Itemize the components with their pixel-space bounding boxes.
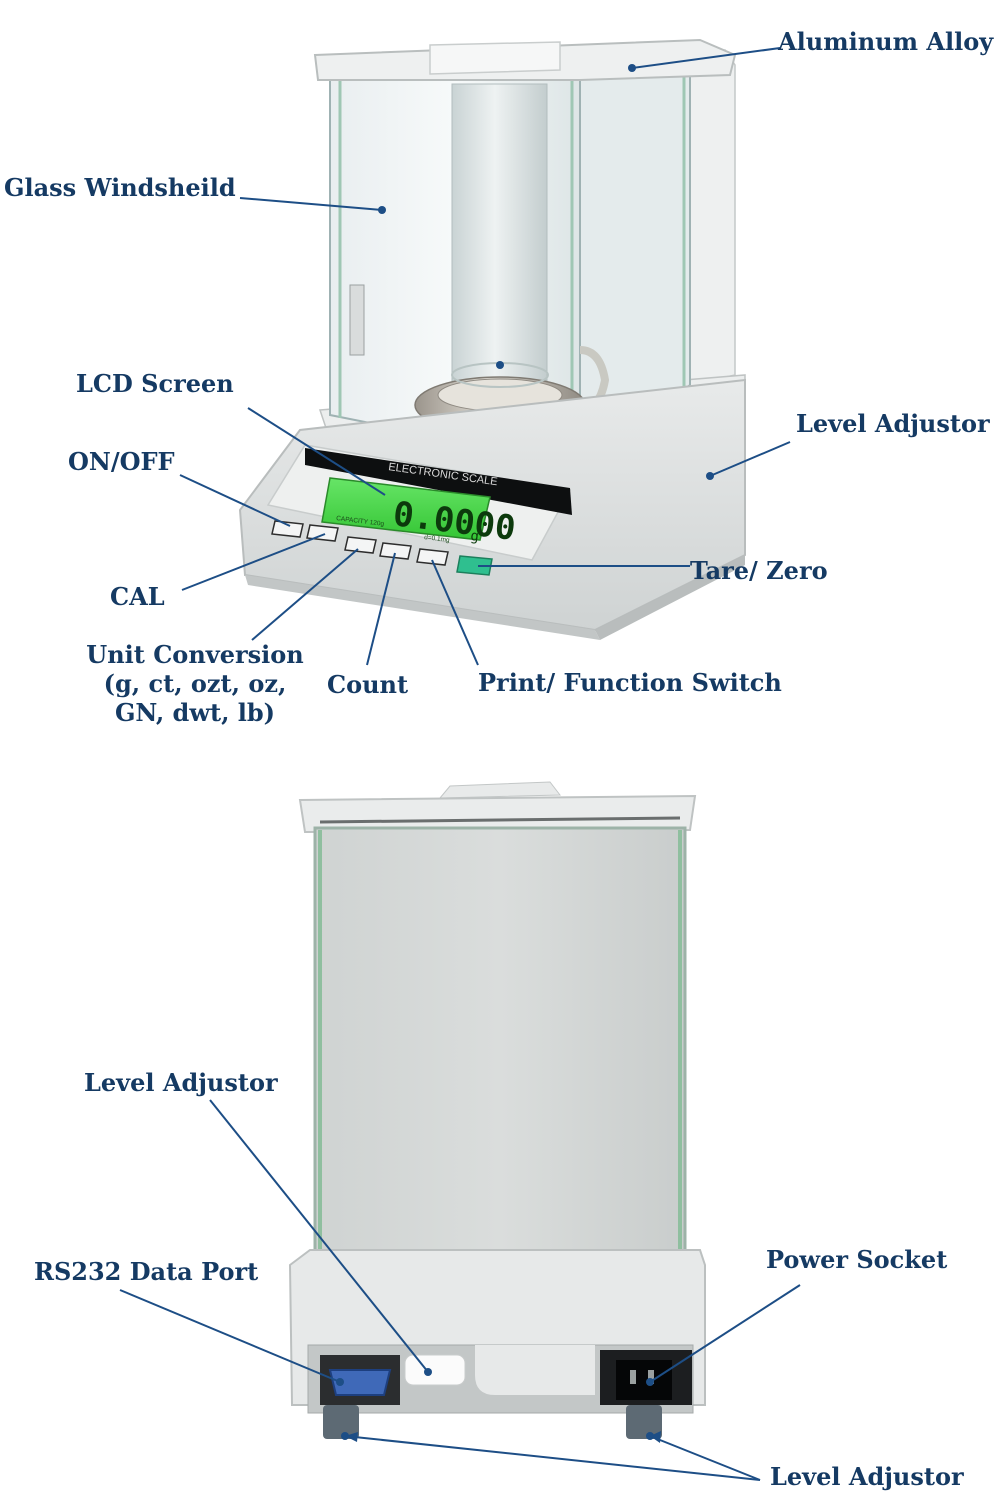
label-lcd-screen: LCD Screen bbox=[76, 369, 234, 398]
label-count: Count bbox=[327, 670, 409, 699]
label-cal: CAL bbox=[110, 582, 165, 611]
leader-power-socket bbox=[649, 1284, 801, 1383]
rear-view-scale bbox=[288, 781, 706, 1439]
leader-level-adjustor-bottom-left bbox=[344, 1435, 761, 1481]
leader-rs232 bbox=[119, 1289, 341, 1383]
label-unit-conversion-line-1: Unit Conversion bbox=[86, 640, 304, 669]
print-function-button[interactable] bbox=[416, 548, 449, 566]
label-unit-conversion-line-3: GN, dwt, lb) bbox=[114, 697, 276, 727]
lcd-unit: g bbox=[470, 528, 480, 545]
count-button[interactable] bbox=[379, 542, 412, 560]
leader-level-adjustor-rear bbox=[209, 1099, 429, 1373]
label-tare-zero: Tare/ Zero bbox=[690, 556, 828, 585]
label-unit-conversion-line-2: (g, ct, ozt, oz, bbox=[103, 668, 287, 698]
label-power-socket: Power Socket bbox=[766, 1245, 948, 1274]
front-view-scale bbox=[238, 38, 746, 640]
label-level-adjustor-rear: Level Adjustor bbox=[84, 1068, 278, 1097]
leader-cal bbox=[181, 533, 326, 591]
leader-lcd-screen bbox=[247, 407, 386, 496]
accuracy-text: d=0.1mg bbox=[424, 534, 451, 544]
unit-conversion-button[interactable] bbox=[344, 536, 377, 554]
label-aluminum-alloy: Aluminum Alloy bbox=[778, 27, 994, 56]
tare-zero-button[interactable] bbox=[456, 555, 493, 576]
leader-aluminum-alloy bbox=[631, 47, 781, 69]
leader-count bbox=[366, 552, 396, 666]
label-print-function-switch: Print/ Function Switch bbox=[478, 668, 782, 697]
leader-on-off bbox=[179, 474, 291, 527]
leader-unit-conversion bbox=[251, 548, 359, 641]
label-rs232-data-port: RS232 Data Port bbox=[34, 1257, 259, 1286]
leader-print-function bbox=[431, 559, 479, 666]
label-unit-conversion: Unit Conversion (g, ct, ozt, oz, GN, dwt… bbox=[82, 640, 308, 727]
label-level-adjustor-front: Level Adjustor bbox=[796, 409, 990, 438]
label-glass-windshield: Glass Windsheild bbox=[4, 173, 236, 202]
leader-level-adjustor-front bbox=[709, 441, 791, 477]
label-on-off: ON/OFF bbox=[68, 447, 175, 476]
on-off-button[interactable] bbox=[271, 520, 304, 538]
leader-lines bbox=[119, 47, 801, 1481]
label-level-adjustor-bottom: Level Adjustor bbox=[770, 1462, 964, 1491]
leader-level-adjustor-bottom-right bbox=[649, 1435, 761, 1481]
leader-glass-windshield bbox=[239, 197, 383, 211]
